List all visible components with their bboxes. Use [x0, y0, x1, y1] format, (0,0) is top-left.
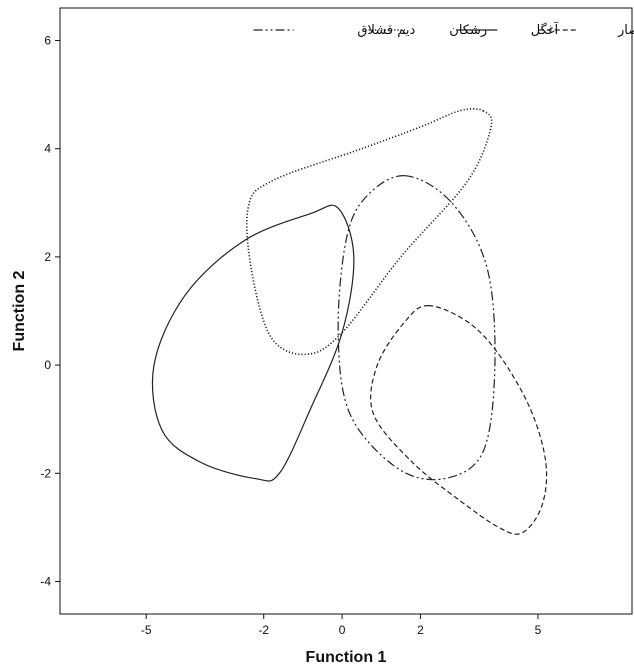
series-line-0 [370, 304, 548, 535]
series-group [151, 107, 548, 535]
y-axis-label: Function 2 [11, 270, 28, 351]
x-tick-label-3: 2 [417, 623, 424, 637]
y-tick-label-4: 4 [44, 142, 51, 156]
series-line-2 [245, 107, 493, 356]
x-tick-label-4: 5 [535, 623, 542, 637]
y-tick-label-3: 2 [44, 250, 51, 264]
y-tick-label-5: 6 [44, 33, 51, 47]
series-line-1 [151, 204, 355, 482]
x-tick-label-1: -2 [258, 623, 269, 637]
legend-label-1: آغگل [531, 21, 560, 38]
y-tick-label-1: -2 [40, 466, 51, 480]
y-tick-label-0: -4 [40, 575, 51, 589]
y-tick-label-2: 0 [44, 358, 51, 372]
series-line-3 [337, 175, 496, 481]
plot-frame [59, 7, 633, 615]
legend-label-2: رشکان [449, 23, 487, 38]
legend-label-0: حاصار [617, 23, 634, 38]
legend: حاصار آغگل رشکان دیم قشلاق [253, 21, 634, 38]
x-tick-label-2: 0 [339, 623, 346, 637]
legend-label-3: دیم قشلاق [357, 23, 415, 38]
x-axis-label: Function 1 [306, 649, 387, 666]
x-tick-label-0: -5 [141, 623, 152, 637]
axis-ticks: -5 -2 0 2 5 -4 -2 0 2 4 6 [40, 33, 541, 637]
